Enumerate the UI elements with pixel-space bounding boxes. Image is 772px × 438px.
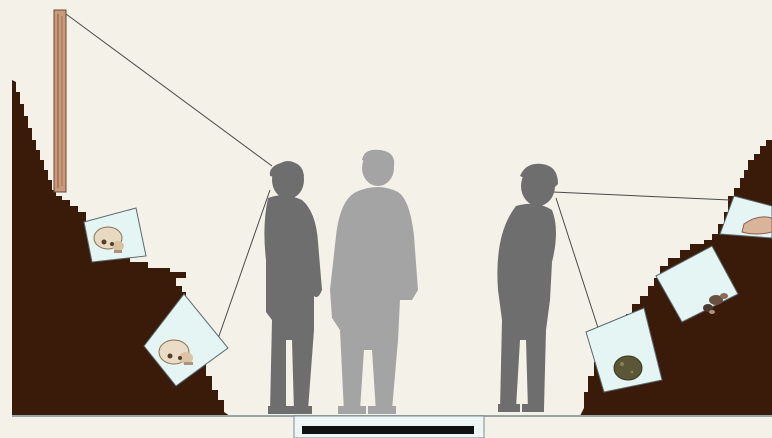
wooden-post-icon <box>54 10 66 192</box>
bench-bar <box>302 426 474 434</box>
stone-icon <box>614 356 642 380</box>
